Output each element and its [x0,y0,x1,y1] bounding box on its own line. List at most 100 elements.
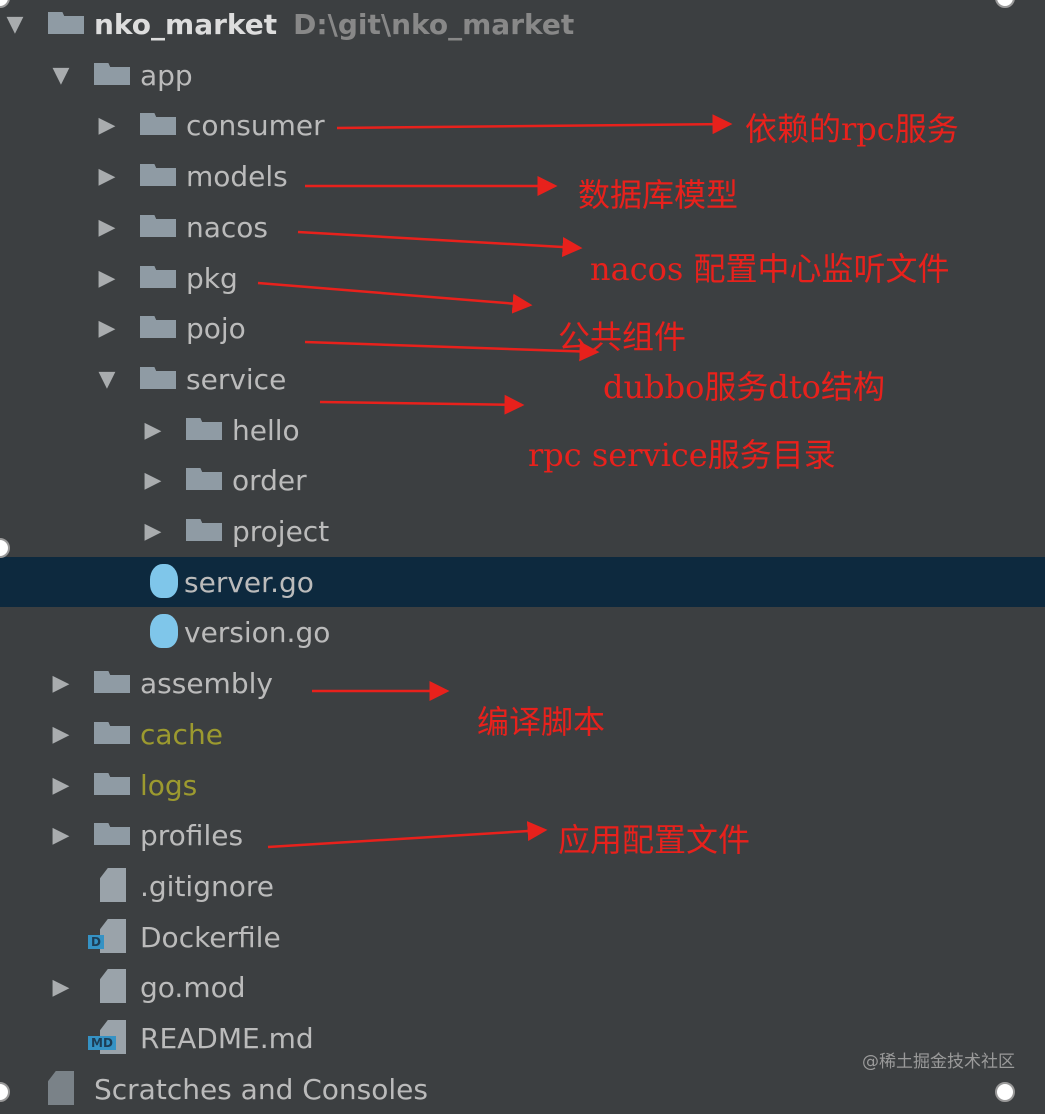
project-path: D:\git\nko_market [293,7,575,41]
annotation-label: 数据库模型 [578,176,739,214]
tree-item-label: version.go [184,615,331,649]
tree-item-label: service [186,362,287,396]
watermark: @稀土掘金技术社区 [862,1052,1015,1072]
tree-item-label: consumer [186,108,325,142]
tree-item-pkg[interactable]: ▶ pkg [0,253,1045,303]
tree-item-label: server.go [184,565,314,599]
tree-item-label: project [232,514,330,548]
tree-item-label: hello [232,413,300,447]
folder-icon [186,462,222,490]
tree-item-project[interactable]: ▶ project [0,506,1045,556]
expand-arrow-icon[interactable]: ▶ [98,112,116,138]
resize-handle [995,1082,1015,1102]
tree-item-label: pojo [186,311,246,345]
md-file-icon: MD [88,1020,130,1054]
tree-item-consumer[interactable]: ▶ consumer [0,100,1045,150]
collapse-arrow-icon[interactable]: ▼ [98,366,116,392]
annotation-label: 依赖的rpc服务 [745,110,959,148]
tree-item-label: .gitignore [140,869,274,903]
folder-icon [48,6,84,34]
tree-item-app[interactable]: ▼ app [0,50,1045,100]
folder-icon [94,57,130,85]
tree-item-version-go[interactable]: version.go [0,607,1045,657]
expand-arrow-icon[interactable]: ▶ [144,518,162,544]
folder-icon [140,107,176,135]
file-type-badge: D [88,935,104,949]
folder-icon [94,767,130,795]
tree-item-service[interactable]: ▼ service [0,354,1045,404]
tree-item-assembly[interactable]: ▶ assembly [0,658,1045,708]
tree-item-cache[interactable]: ▶ cache [0,709,1045,759]
expand-arrow-icon[interactable]: ▶ [98,214,116,240]
tree-item-pojo[interactable]: ▶ pojo [0,303,1045,353]
file-type-badge: MD [88,1036,116,1050]
expand-arrow-icon[interactable]: ▶ [52,822,70,848]
tree-item-server-go[interactable]: server.go [0,557,1045,607]
text-file-icon [94,969,130,1003]
annotation-arrow [336,114,733,135]
tree-item--gitignore[interactable]: .gitignore [0,861,1045,911]
tree-item-label: Dockerfile [140,920,281,954]
annotation-label: 应用配置文件 [558,821,751,859]
tree-item-hello[interactable]: ▶ hello [0,405,1045,455]
tree-item-order[interactable]: ▶ order [0,455,1045,505]
folder-icon [140,158,176,186]
tree-item-logs[interactable]: ▶ logs [0,760,1045,810]
docker-file-icon: D [88,919,130,953]
expand-arrow-icon[interactable]: ▶ [144,417,162,443]
expand-arrow-icon[interactable]: ▶ [52,974,70,1000]
tree-item-label: nacos [186,210,269,244]
annotation-arrow [304,340,600,362]
folder-icon [186,513,222,541]
tree-item-go-mod[interactable]: ▶ go.mod [0,962,1045,1012]
annotation-arrow [319,394,525,415]
annotation-label: rpc service服务目录 [528,436,836,474]
tree-item-label: profiles [140,818,244,852]
tree-item-label: logs [140,768,198,802]
tree-item-models[interactable]: ▶ models [0,151,1045,201]
collapse-arrow-icon[interactable]: ▼ [6,11,24,37]
annotation-label: 公共组件 [558,318,687,356]
annotation-label: dubbo服务dto结构 [603,368,885,406]
expand-arrow-icon[interactable]: ▶ [52,772,70,798]
folder-icon [140,260,176,288]
folder-icon [94,817,130,845]
tree-item-label: app [140,58,193,92]
tree-item-label: README.md [140,1021,314,1055]
tree-item-label: models [186,159,288,193]
annotation-arrow [297,230,583,257]
go-file-icon [150,614,186,648]
expand-arrow-icon[interactable]: ▶ [52,670,70,696]
tree-item-nacos[interactable]: ▶ nacos [0,202,1045,252]
annotation-label: nacos 配置中心监听文件 [590,250,950,288]
folder-icon [186,412,222,440]
expand-arrow-icon[interactable]: ▶ [52,721,70,747]
expand-arrow-icon[interactable]: ▶ [98,265,116,291]
scratches-icon [48,1071,84,1105]
annotation-arrow [257,281,533,314]
folder-icon [140,361,176,389]
collapse-arrow-icon[interactable]: ▼ [52,62,70,88]
folder-icon [140,310,176,338]
tree-item-profiles[interactable]: ▶ profiles [0,810,1045,860]
annotation-label: 编译脚本 [477,703,606,741]
expand-arrow-icon[interactable]: ▶ [98,163,116,189]
folder-icon [94,716,130,744]
expand-arrow-icon[interactable]: ▶ [144,467,162,493]
folder-icon [140,209,176,237]
tree-item-label: assembly [140,666,273,700]
tree-item-label: go.mod [140,970,246,1004]
expand-arrow-icon[interactable]: ▶ [98,315,116,341]
gitignore-file-icon [94,868,130,902]
go-file-icon [150,564,186,598]
tree-item-dockerfile[interactable]: D Dockerfile [0,912,1045,962]
annotation-arrow [267,821,548,849]
tree-item-readme-md[interactable]: MD README.md [0,1013,1045,1063]
tree-item-label: cache [140,717,223,751]
tree-item-label: order [232,463,307,497]
tree-item-label: pkg [186,261,238,295]
folder-icon [94,665,130,693]
